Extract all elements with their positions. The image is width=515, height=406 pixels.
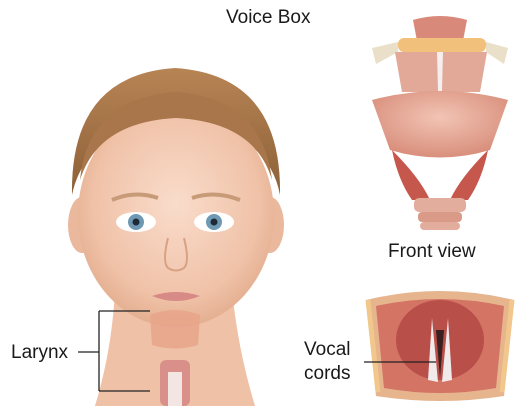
- larynx-front-view: [372, 16, 508, 230]
- vocal-cords-label-line1: Vocal: [304, 338, 364, 362]
- diagram-title: Voice Box: [226, 7, 311, 29]
- larynx-label: Larynx: [11, 342, 68, 364]
- child-portrait: [68, 68, 284, 406]
- vocal-cords-view: [366, 291, 514, 401]
- front-view-label: Front view: [388, 241, 476, 263]
- vocal-cords-label: Vocal cords: [304, 338, 364, 386]
- vocal-cords-label-line2: cords: [304, 362, 364, 386]
